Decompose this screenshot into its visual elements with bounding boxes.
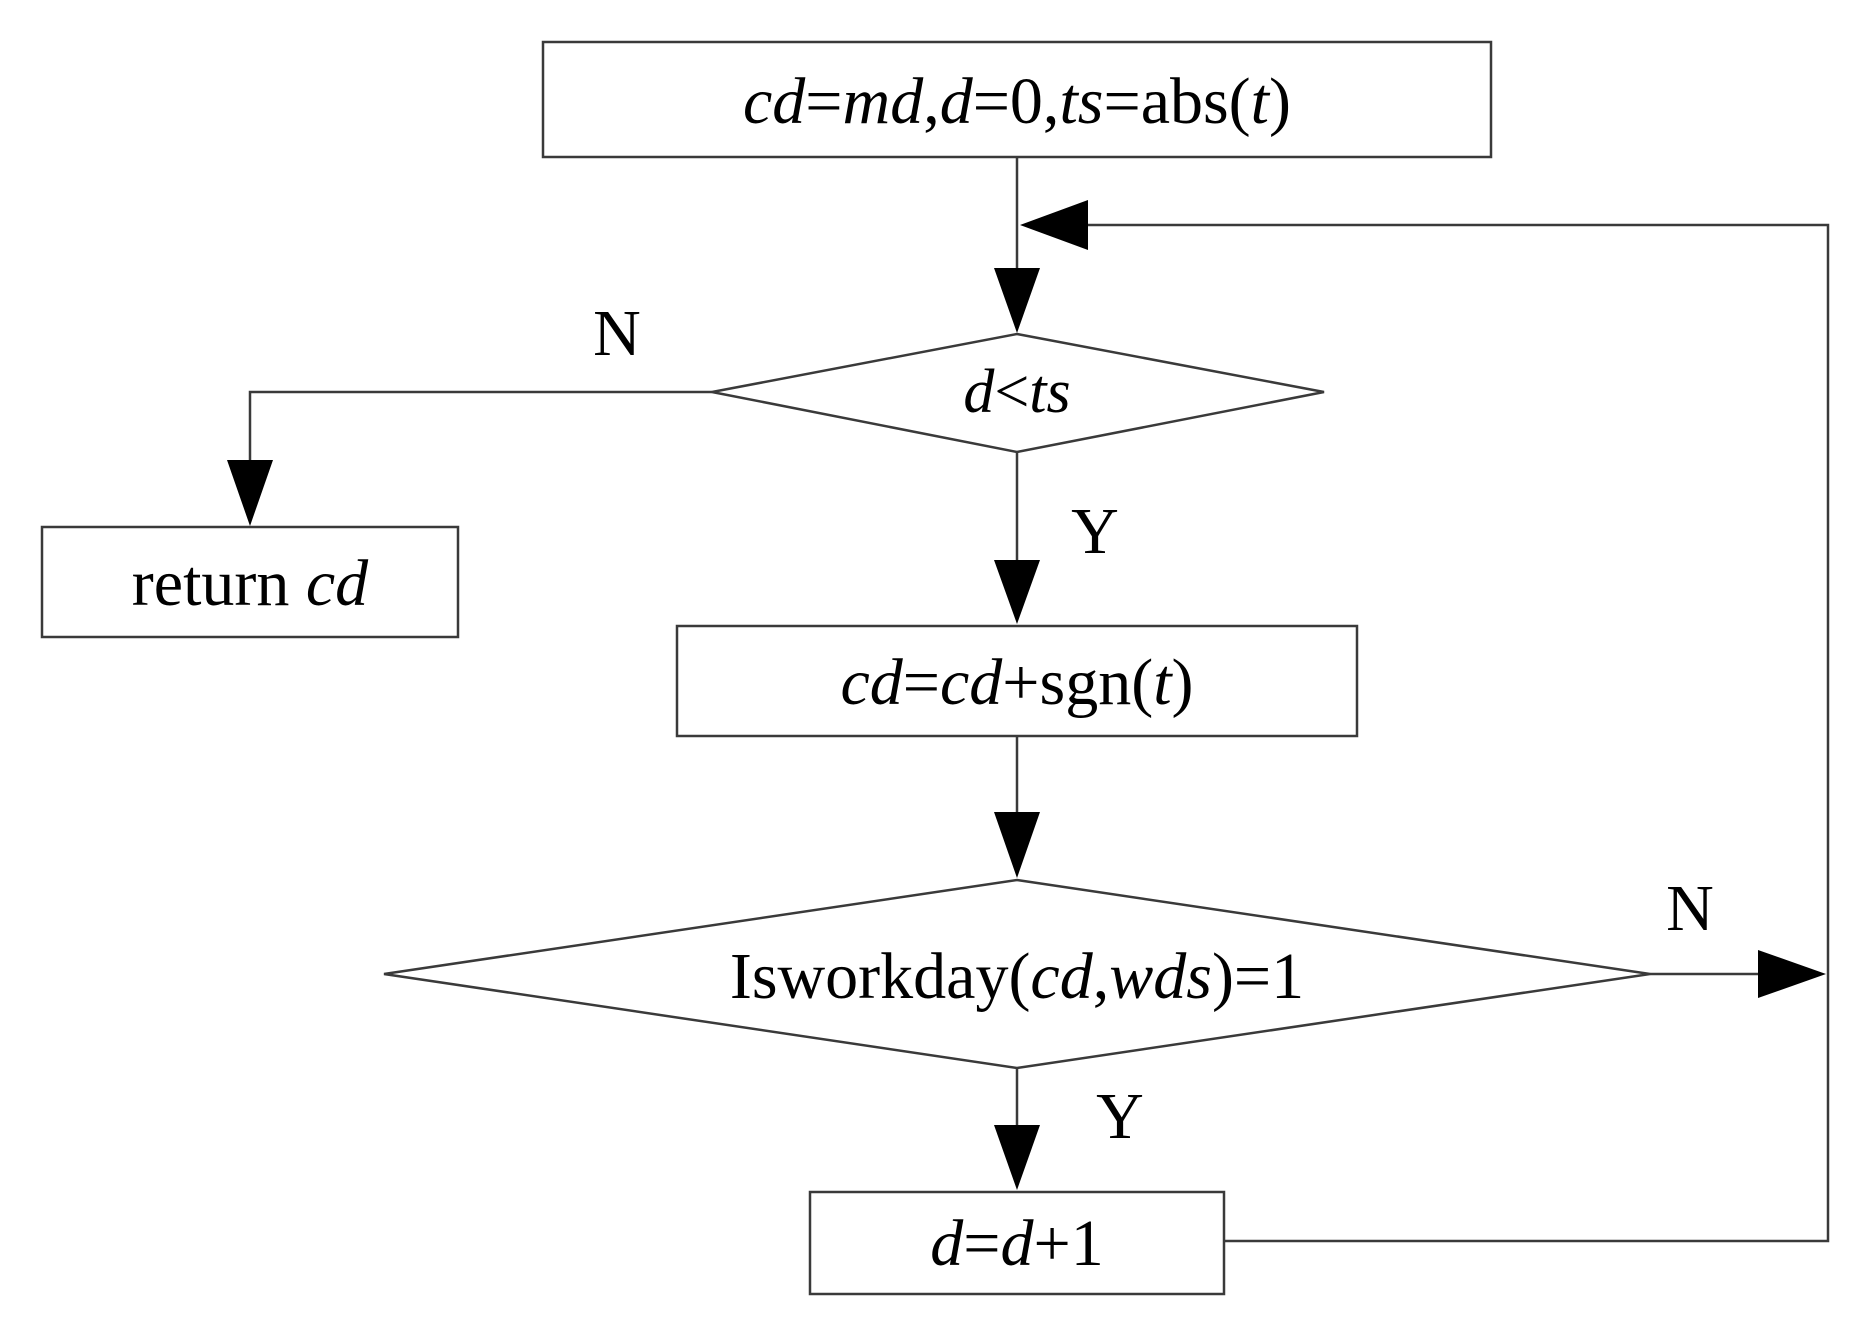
- init-box: [541, 40, 1493, 159]
- node-text-part: ,: [923, 65, 940, 138]
- return-text: return cd: [132, 547, 369, 620]
- node-text-part: cd: [840, 646, 903, 719]
- node-text-part: =: [963, 1207, 1000, 1280]
- node-text-part: ): [1269, 65, 1291, 138]
- node-text-part: t: [1251, 65, 1271, 138]
- arrowhead-into-increment: [994, 1125, 1040, 1190]
- node-text-part: t: [1153, 646, 1173, 719]
- arrowheads: [227, 200, 1826, 1190]
- node-text-part: d: [963, 358, 995, 426]
- node-text-part: =: [805, 65, 842, 138]
- node-text-part: )=1: [1212, 940, 1304, 1013]
- node-text-part: d: [930, 1207, 964, 1280]
- node-text-part: <: [994, 358, 1029, 426]
- node-text-part: =abs(: [1103, 65, 1250, 138]
- edge-label-cond2-yes: Y: [1096, 1080, 1144, 1153]
- arrowhead-loop-return: [1020, 200, 1088, 250]
- arrowhead-into-update: [994, 560, 1040, 624]
- node-text-part: =0,: [973, 65, 1060, 138]
- node-text-part: ,: [1093, 940, 1110, 1013]
- edge-label-cond2-no: N: [1666, 872, 1714, 945]
- arrowhead-into-cond1: [994, 268, 1040, 333]
- return-box: [40, 525, 460, 639]
- node-text-part: return: [132, 547, 306, 620]
- edge-cond1-no-to-return: [248, 390, 712, 470]
- edge-increment-loop-back: [1070, 223, 1830, 1243]
- node-text-part: ts: [1059, 65, 1103, 138]
- node-text-part: md: [843, 65, 925, 138]
- update-cd-text: cd=cd+sgn(t): [840, 646, 1193, 719]
- increment-d-box: [808, 1190, 1226, 1296]
- condition-d-lt-ts-text: d<ts: [963, 358, 1070, 426]
- arrowhead-cond2-no: [1758, 950, 1826, 998]
- arrowhead-into-cond2: [994, 812, 1040, 878]
- node-text-part: ): [1172, 646, 1194, 719]
- condition-isworkday-text: Isworkday(cd,wds)=1: [730, 940, 1304, 1013]
- node-text-part: cd: [1030, 940, 1093, 1013]
- node-text-part: =: [903, 646, 940, 719]
- increment-d-text: d=d+1: [930, 1207, 1103, 1280]
- node-text-part: cd: [306, 547, 369, 620]
- edge-label-cond1-no: N: [593, 297, 641, 370]
- node-text-part: ts: [1029, 358, 1070, 426]
- edge-label-cond1-yes: Y: [1071, 495, 1119, 568]
- node-text-part: d: [940, 65, 974, 138]
- node-text-part: Isworkday(: [730, 940, 1031, 1013]
- condition-isworkday: [383, 878, 1651, 1070]
- node-text-part: cd: [940, 646, 1003, 719]
- connectors: [248, 157, 1830, 1243]
- node-text-part: cd: [743, 65, 806, 138]
- arrowhead-into-return: [227, 460, 273, 526]
- update-cd-box: [675, 624, 1359, 738]
- condition-d-lt-ts: [711, 332, 1325, 454]
- node-text-part: +sgn(: [1002, 646, 1153, 719]
- node-text-part: d: [1001, 1207, 1035, 1280]
- init-text: cd=md,d=0,ts=abs(t): [743, 65, 1291, 138]
- node-text-part: wds: [1109, 940, 1212, 1013]
- node-text-part: +1: [1034, 1207, 1104, 1280]
